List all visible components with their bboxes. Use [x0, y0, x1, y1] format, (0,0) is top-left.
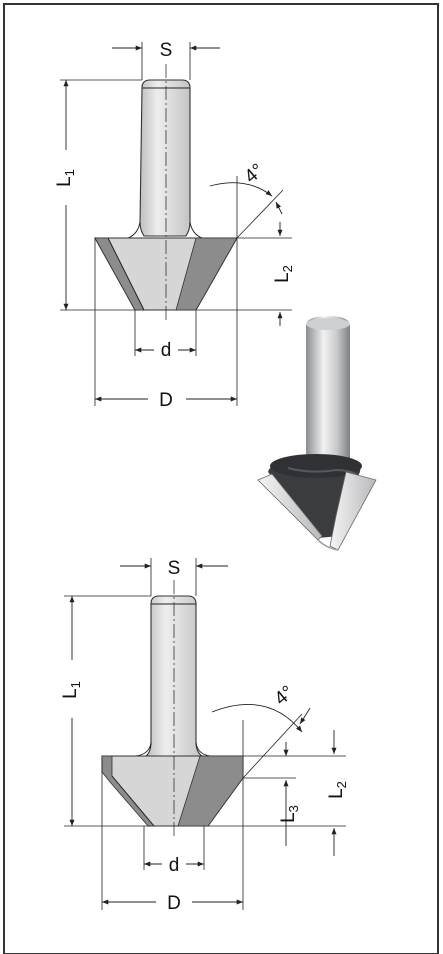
- bottom-shank-label: S: [168, 558, 181, 579]
- bottom-d-label: d: [169, 855, 180, 876]
- top-outer-diameter-dimension: D: [94, 238, 238, 411]
- bottom-step-length-dimension: L3: [243, 742, 346, 846]
- bottom-outer-diameter-dimension: D: [101, 760, 244, 914]
- router-bit-photo: [257, 316, 377, 551]
- top-shank-label: S: [160, 40, 173, 61]
- bottom-inner-diameter-dimension: d: [143, 826, 205, 876]
- top-d-label: d: [161, 340, 172, 361]
- bottom-cut-length-dimension: L2: [208, 730, 349, 856]
- bottom-bit-drawing: S L1 4° L: [60, 558, 349, 914]
- top-cut-length-dimension: L2: [196, 222, 295, 326]
- top-l2-label: L2: [272, 265, 295, 283]
- top-l1-label: L1: [54, 169, 77, 187]
- bottom-cutting-head: [101, 755, 244, 827]
- bottom-l3-label: L3: [278, 805, 301, 823]
- top-D-label: D: [159, 390, 173, 411]
- bottom-shank-dimension: S: [120, 558, 228, 596]
- bottom-overall-length-dimension: L1: [60, 595, 151, 827]
- bottom-D-label: D: [167, 893, 181, 914]
- bottom-l2-label: L2: [326, 781, 349, 799]
- top-bit-drawing: S L1 4° L: [54, 40, 295, 411]
- top-overall-length-dimension: L1: [54, 79, 142, 311]
- top-shank: [127, 79, 203, 239]
- top-inner-diameter-dimension: d: [134, 310, 197, 361]
- bottom-l1-label: L1: [60, 681, 83, 699]
- top-shank-dimension: S: [112, 40, 220, 80]
